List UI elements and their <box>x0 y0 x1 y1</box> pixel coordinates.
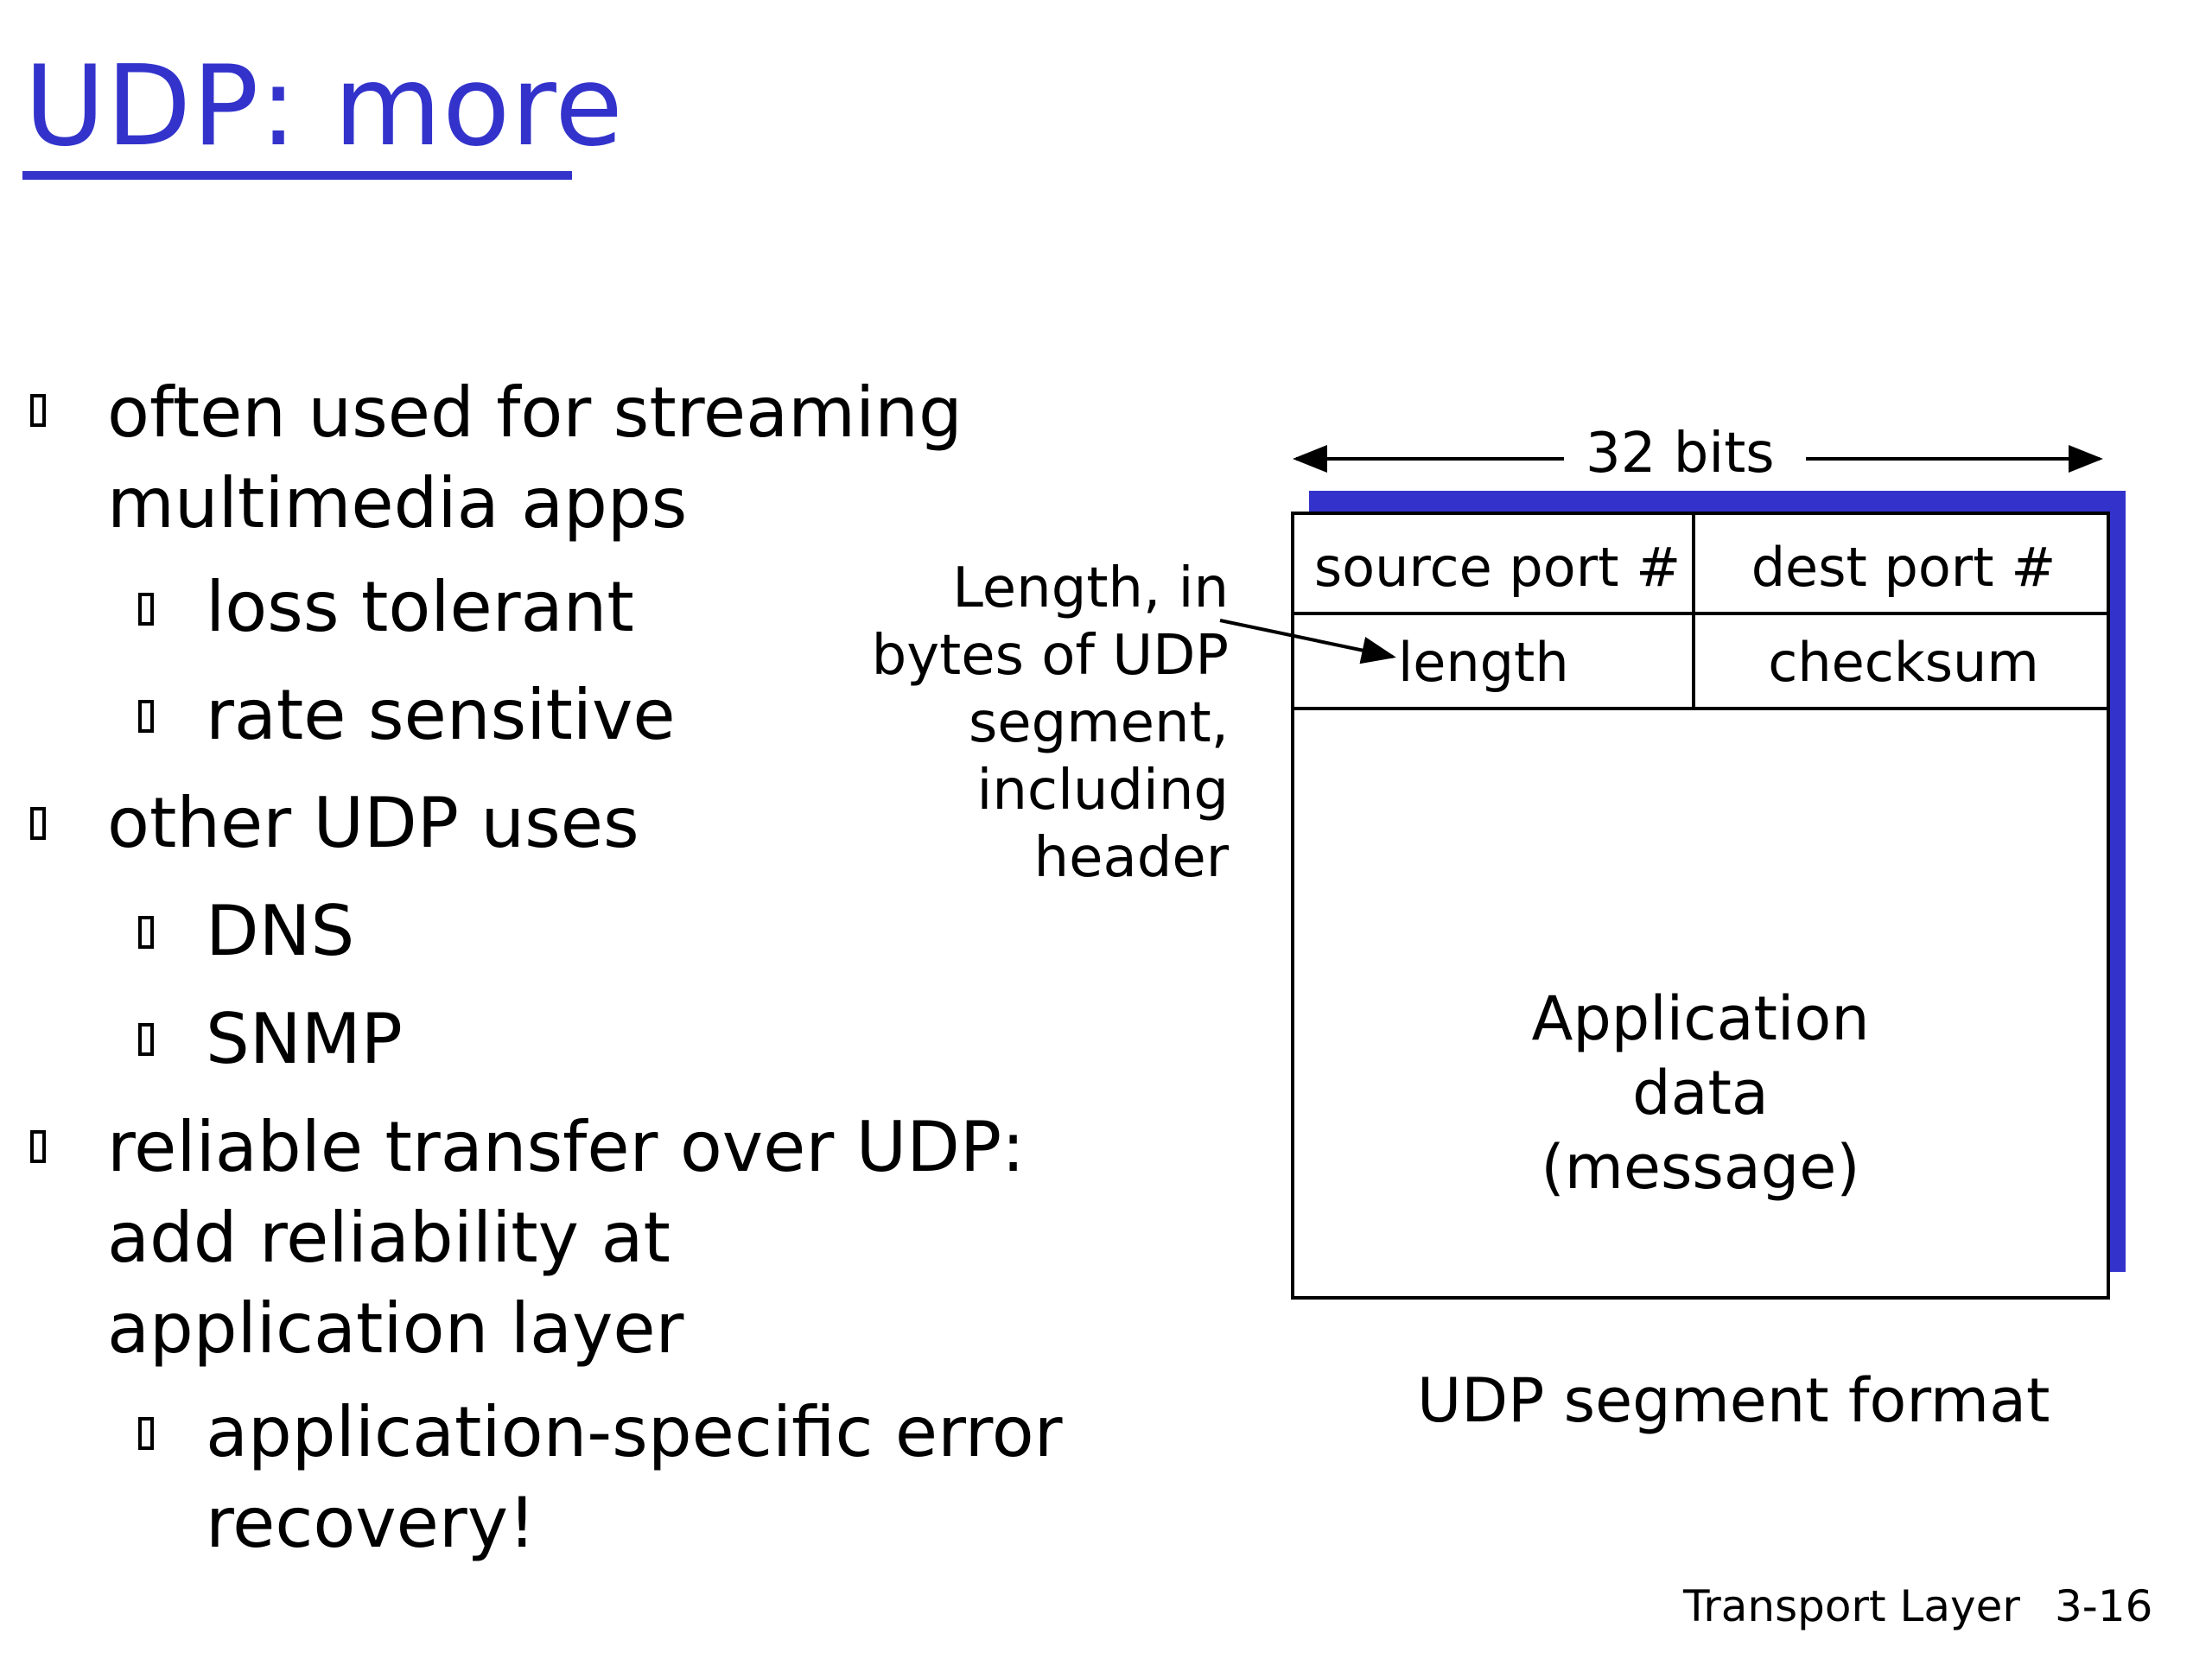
bullet-1-sub-2: rate sensitive <box>206 675 676 755</box>
sub-bullet-marker <box>138 1417 154 1450</box>
width-label: 32 bits <box>1586 422 1775 486</box>
slide-title: UDP: more <box>24 42 624 171</box>
sub-bullet-marker <box>138 916 154 949</box>
header-end-divider <box>1294 707 2107 710</box>
app-data-line-1: Application <box>1531 983 1870 1054</box>
checksum-field: checksum <box>1768 631 2039 694</box>
bullet-3: reliable transfer over UDP: add reliabil… <box>107 1107 1026 1369</box>
title-underline <box>22 171 572 180</box>
udp-segment-box: source port # dest port # length checksu… <box>1291 512 2110 1300</box>
sub-bullet-marker <box>138 1023 154 1056</box>
bullet-marker <box>30 807 46 840</box>
sub-bullet-marker <box>138 593 154 626</box>
app-data-line-3: (message) <box>1541 1132 1860 1203</box>
header-row-divider <box>1294 612 2107 615</box>
footer-section: Transport Layer <box>1683 1581 2020 1631</box>
header-column-divider <box>1692 515 1695 710</box>
sub-bullet-marker <box>138 700 154 733</box>
bullet-1: often used for streaming multimedia apps <box>107 372 963 543</box>
bullet-marker <box>30 394 46 427</box>
length-pointer-arrow <box>1219 619 1396 664</box>
bullet-2-sub-2: SNMP <box>206 999 403 1079</box>
length-annotation: Length, in bytes of UDP segment, includi… <box>871 556 1229 890</box>
bullet-2: other UDP uses <box>107 783 639 863</box>
bullet-3-sub-1: application-specific error recovery! <box>206 1392 1063 1563</box>
source-port-field: source port # <box>1313 536 1681 599</box>
length-field: length <box>1398 631 1569 694</box>
bullet-1-sub-1: loss tolerant <box>206 567 634 647</box>
diagram-caption: UDP segment format <box>1417 1365 2050 1436</box>
app-data-line-2: data <box>1632 1058 1769 1128</box>
bullet-2-sub-1: DNS <box>206 891 355 971</box>
dest-port-field: dest port # <box>1751 536 2056 599</box>
application-data-field: Application data (message) <box>1294 982 2107 1205</box>
footer-slide-number: 3-16 <box>2055 1581 2153 1631</box>
bullet-marker <box>30 1130 46 1163</box>
